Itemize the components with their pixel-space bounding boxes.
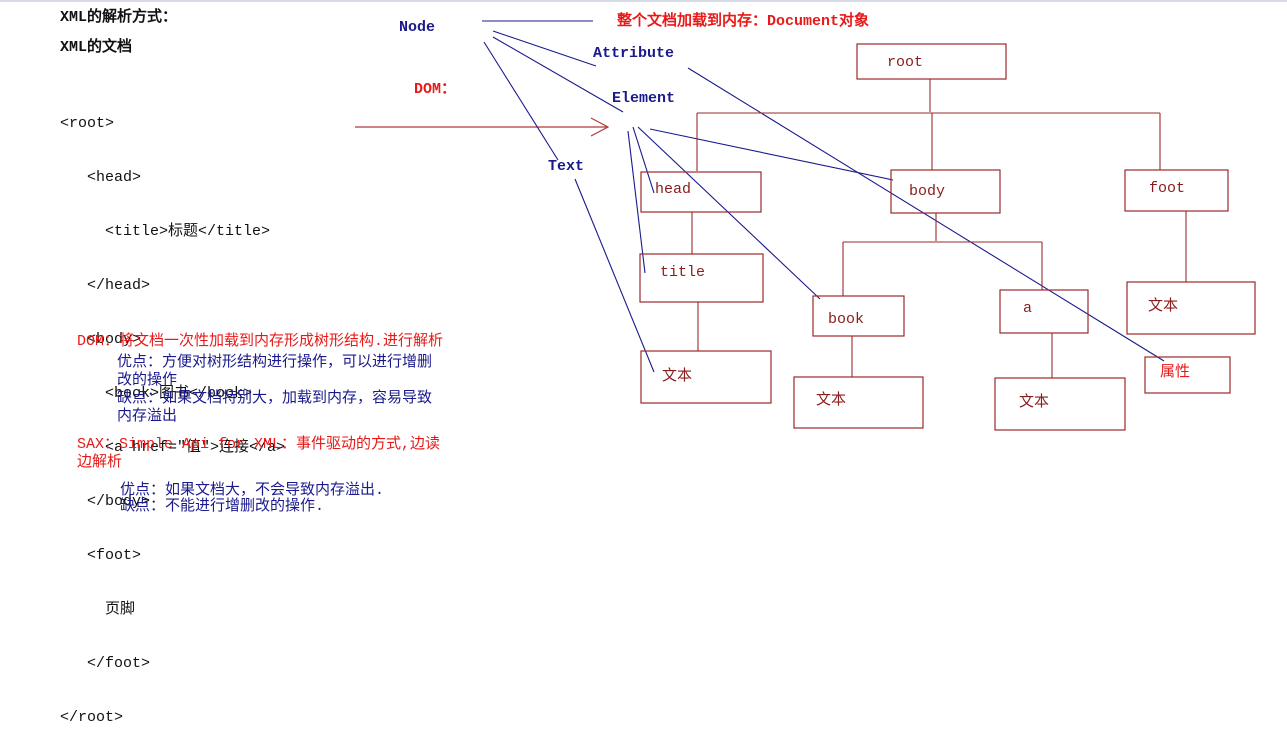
node-type-element: Element bbox=[612, 90, 676, 107]
node-type-node: Node bbox=[399, 19, 436, 36]
attribute-box bbox=[1144, 356, 1231, 394]
xml-code-line: <book>图书</book> bbox=[60, 385, 253, 402]
conversion-arrow-head bbox=[590, 117, 610, 137]
attribute-to-attribute-node-line bbox=[687, 67, 1165, 362]
a-box bbox=[999, 289, 1089, 334]
foot-box bbox=[1124, 169, 1229, 212]
text-box-a bbox=[994, 377, 1126, 431]
text-book-label: 文本 bbox=[816, 391, 846, 409]
xml-code-line: 页脚 bbox=[60, 601, 136, 618]
text-to-text-node-line bbox=[574, 178, 655, 373]
root-label: root bbox=[887, 54, 923, 71]
a-label: a bbox=[1023, 300, 1032, 317]
xml-code-line: <title>标题</title> bbox=[60, 223, 271, 240]
xml-code-line: </head> bbox=[60, 277, 151, 294]
xml-code-line: <foot> bbox=[60, 547, 142, 564]
node-type-attribute: Attribute bbox=[593, 45, 675, 62]
node-to-element-line bbox=[492, 36, 624, 113]
text-a-label: 文本 bbox=[1019, 393, 1049, 411]
node-type-text: Text bbox=[548, 158, 585, 175]
xml-code-line: </root> bbox=[60, 709, 124, 726]
element-to-book-line bbox=[637, 126, 821, 300]
element-to-title-line bbox=[627, 130, 646, 274]
top-border bbox=[0, 0, 1287, 2]
doc-label: XML的文档 bbox=[60, 39, 133, 56]
dom-label: DOM： bbox=[414, 81, 457, 98]
text-box-title bbox=[640, 350, 772, 404]
node-to-text-line bbox=[483, 41, 559, 161]
text-box-book bbox=[793, 376, 924, 429]
text-foot-label: 文本 bbox=[1148, 297, 1178, 315]
text-title-label: 文本 bbox=[662, 367, 692, 385]
document-note: 整个文档加载到内存：Document对象 bbox=[617, 13, 870, 30]
sax-cons: 缺点：不能进行增删改的操作. bbox=[120, 498, 325, 515]
title-box bbox=[639, 253, 764, 303]
heading: XML的解析方式： bbox=[60, 9, 178, 26]
book-label: book bbox=[828, 311, 864, 328]
body-box bbox=[890, 169, 1001, 214]
xml-code-line: <a href="值">连接</a> bbox=[60, 439, 286, 456]
sax-pros: 优点：如果文档大，不会导致内存溢出. bbox=[120, 482, 385, 499]
xml-code-line: </foot> bbox=[60, 655, 151, 672]
xml-code-line: <head> bbox=[60, 169, 142, 186]
element-to-head-line bbox=[632, 126, 655, 194]
xml-code-line: </body> bbox=[60, 493, 151, 510]
dom-pros: 优点：方便对树形结构进行操作，可以进行增删 改的操作 bbox=[117, 354, 433, 389]
sax-description-title: SAX：Simple Api for XML：事件驱动的方式,边读 边解析 bbox=[77, 436, 441, 471]
xml-code-line: <root> bbox=[60, 115, 115, 132]
dom-description-title: DOM：将文档一次性加载到内存形成树形结构.进行解析 bbox=[77, 333, 444, 350]
title-label: title bbox=[660, 264, 705, 281]
node-to-attribute-line bbox=[492, 30, 597, 67]
dom-cons: 缺点：如果文档特别大，加载到内存，容易导致 内存溢出 bbox=[117, 390, 433, 425]
dom-tree-diagram: root head body foot title book a 文本 文本 文… bbox=[355, 20, 1256, 431]
xml-code-line: <body> bbox=[60, 331, 142, 348]
attribute-label: 属性 bbox=[1160, 363, 1190, 381]
text-box-foot bbox=[1126, 281, 1256, 335]
root-box bbox=[856, 43, 1007, 80]
body-label: body bbox=[909, 183, 945, 200]
element-to-body-line bbox=[649, 128, 894, 181]
foot-label: foot bbox=[1149, 180, 1185, 197]
head-box bbox=[640, 171, 762, 213]
head-label: head bbox=[655, 181, 691, 198]
book-box bbox=[812, 295, 905, 337]
